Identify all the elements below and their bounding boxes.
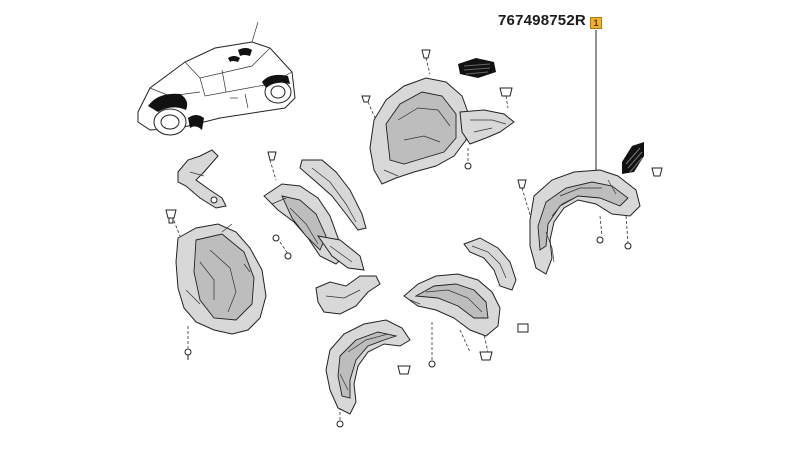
clip-fastener-icon[interactable] xyxy=(165,209,177,224)
rear-left-liner-part[interactable] xyxy=(367,57,515,185)
part-number-label[interactable]: 767498752R xyxy=(498,12,586,29)
front-left-liner-part[interactable] xyxy=(171,215,267,348)
front-lower-liner-part[interactable] xyxy=(397,237,529,375)
vent-grille-icon[interactable] xyxy=(458,58,496,78)
clip-fastener-icon[interactable] xyxy=(361,49,513,170)
callout-badge[interactable]: 1 xyxy=(590,17,602,29)
rear-right-liner-part[interactable] xyxy=(521,169,641,275)
vehicle-car-icon xyxy=(137,21,296,136)
lower-splash-shield-part[interactable] xyxy=(315,275,381,315)
clip-fastener-icon[interactable] xyxy=(517,167,663,250)
front-right-liner-part[interactable] xyxy=(263,151,367,271)
rear-lower-liner-part[interactable] xyxy=(325,319,411,428)
vent-grille-icon[interactable] xyxy=(622,142,644,174)
screw-fastener-icon[interactable] xyxy=(184,348,192,360)
splash-shield-part[interactable] xyxy=(177,149,227,209)
